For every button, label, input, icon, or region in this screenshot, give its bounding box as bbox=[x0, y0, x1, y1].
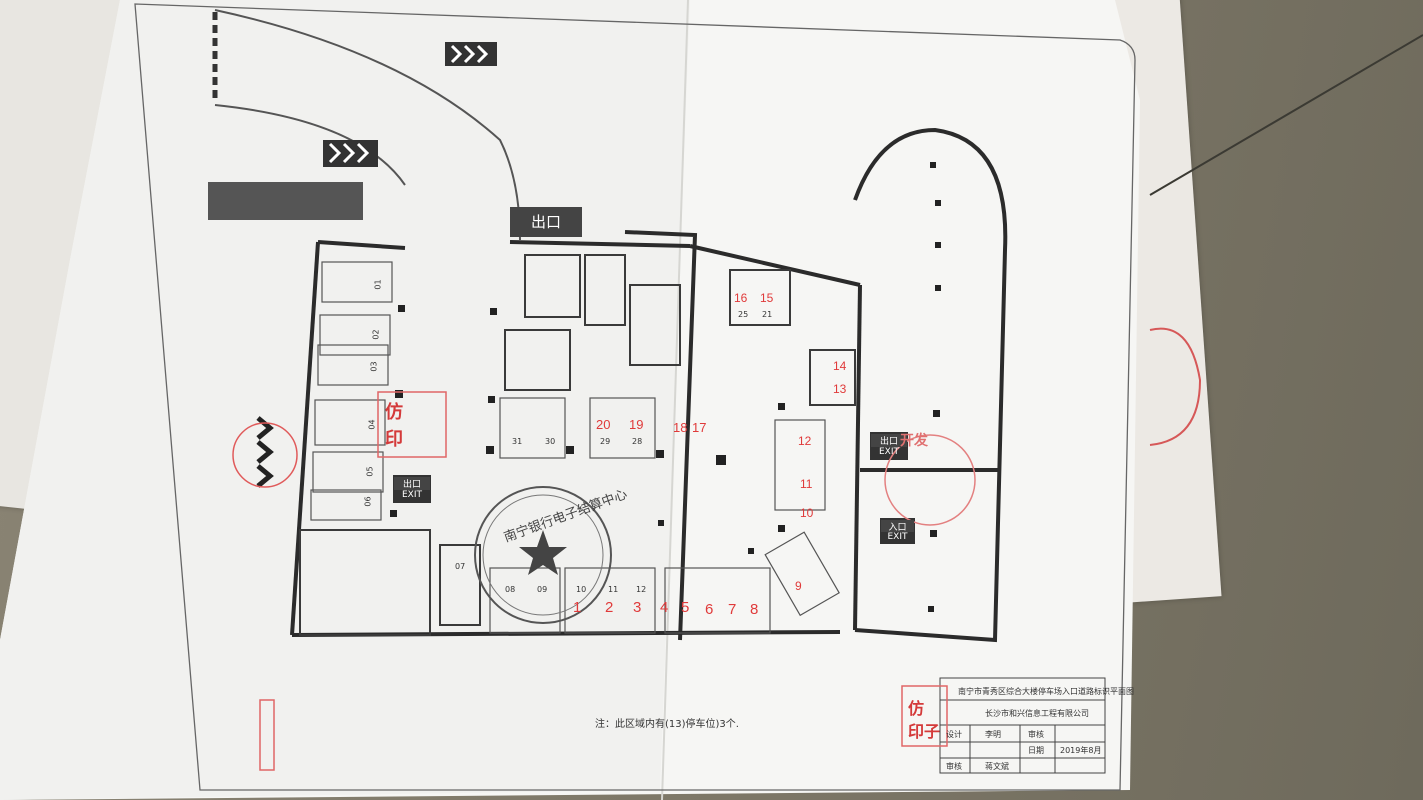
right-chop-text: 开发 bbox=[900, 433, 928, 449]
bay-number-8: 8 bbox=[750, 601, 759, 618]
bay-number-17: 17 bbox=[692, 420, 707, 435]
bay-number-4: 4 bbox=[660, 599, 669, 616]
bay-number-7: 7 bbox=[728, 601, 737, 618]
exit-label-right: EXIT bbox=[878, 447, 899, 457]
bay-label-31: 31 bbox=[512, 437, 523, 446]
bay-number-9: 9 bbox=[795, 579, 802, 593]
bay-label-06: 06 bbox=[363, 496, 373, 507]
bay-number-10: 10 bbox=[800, 506, 814, 520]
bay-number-2: 2 bbox=[605, 599, 614, 616]
exit-sign-right: 出口 bbox=[871, 434, 907, 447]
bay-label-12: 12 bbox=[636, 585, 647, 594]
bottom-chop-text-2: 印子 bbox=[908, 722, 941, 741]
bay-label-28: 28 bbox=[632, 437, 643, 446]
approve-name: 蒋文斌 bbox=[985, 762, 1009, 771]
bay-number-14: 14 bbox=[833, 359, 847, 373]
design-name: 李明 bbox=[985, 730, 1001, 739]
bay-number-15: 15 bbox=[760, 291, 774, 305]
bay-number-12: 12 bbox=[798, 434, 812, 448]
bay-number-13: 13 bbox=[833, 382, 847, 396]
entrance-sign: 入口 bbox=[881, 520, 914, 533]
project-title: 南宁市青秀区综合大楼停车场入口道路标识平面图 bbox=[958, 687, 1134, 696]
bay-number-5: 5 bbox=[681, 599, 690, 616]
bay-label-11: 11 bbox=[608, 585, 619, 594]
bay-number-19: 19 bbox=[629, 417, 644, 432]
bottom-chop-text: 仿 bbox=[908, 699, 925, 718]
bay-label-25: 25 bbox=[738, 310, 749, 319]
bay-number-18: 18 bbox=[673, 420, 688, 435]
exit-sign-left: 出口 bbox=[394, 477, 430, 490]
bay-label-02: 02 bbox=[371, 329, 381, 340]
bay-label-30: 30 bbox=[545, 437, 556, 446]
left-chop-text-2: 印 bbox=[385, 429, 403, 450]
bay-number-11: 11 bbox=[800, 477, 813, 491]
bay-number-20: 20 bbox=[596, 417, 611, 432]
bay-label-05: 05 bbox=[365, 466, 375, 477]
bay-label-21: 21 bbox=[762, 310, 773, 319]
bay-label-08: 08 bbox=[505, 585, 516, 594]
entrance-exit-label: EXIT bbox=[887, 532, 908, 542]
bay-label-10: 10 bbox=[576, 585, 587, 594]
left-chop-text: 仿 bbox=[385, 402, 403, 423]
bay-label-04: 04 bbox=[367, 419, 377, 430]
check-label: 审核 bbox=[1028, 730, 1044, 739]
exit-sign-big: 出口 bbox=[510, 207, 582, 237]
bay-label-01: 01 bbox=[373, 279, 383, 290]
bay-number-3: 3 bbox=[633, 599, 642, 616]
exit-label-left: EXIT bbox=[401, 490, 422, 500]
bay-label-03: 03 bbox=[369, 361, 379, 372]
footnote: 注：此区域内有(13)停车位)3个. bbox=[595, 719, 739, 730]
bay-label-09: 09 bbox=[537, 585, 548, 594]
bay-number-1: 1 bbox=[573, 599, 582, 616]
approve-label: 审核 bbox=[946, 762, 962, 771]
company-name: 长沙市和兴信息工程有限公司 bbox=[985, 709, 1089, 718]
bay-label-29: 29 bbox=[600, 437, 611, 446]
date-label: 日期 bbox=[1028, 746, 1044, 755]
bay-number-16: 16 bbox=[734, 291, 748, 305]
bay-label-07: 07 bbox=[455, 562, 466, 571]
date-value: 2019年8月 bbox=[1060, 746, 1102, 755]
bay-number-6: 6 bbox=[705, 601, 714, 618]
design-label: 设计 bbox=[946, 730, 962, 739]
